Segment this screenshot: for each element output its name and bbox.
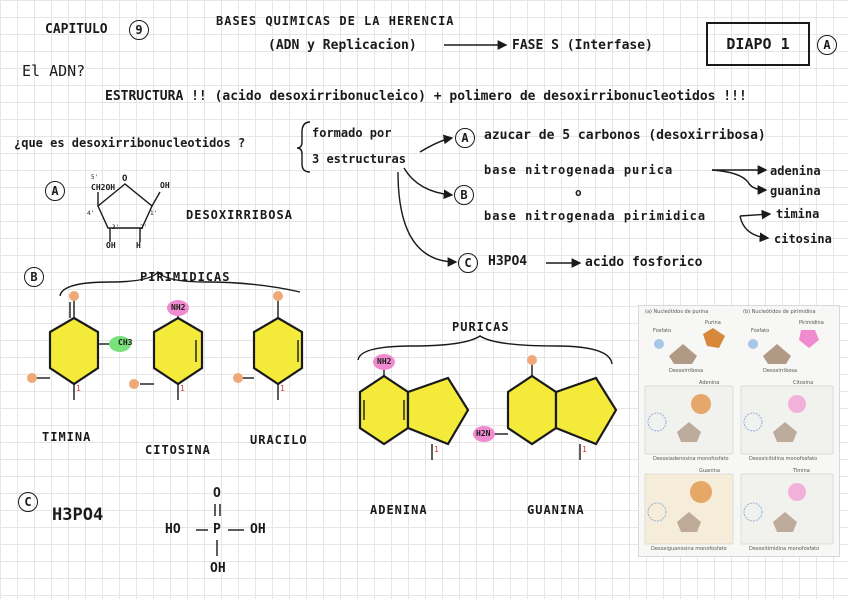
chapter-number: 9: [129, 20, 149, 40]
phosphate-name: acido fosforico: [585, 255, 703, 270]
ref-m2: Desoxicitidina monofosfato: [749, 456, 818, 462]
ref-figure-drawing: [644, 328, 834, 545]
cytosine-name: CITOSINA: [145, 443, 211, 457]
phos-o-top: O: [213, 486, 221, 501]
ref-timina: Timina: [793, 468, 810, 474]
phase-label: FASE S (Interfase): [512, 38, 653, 53]
svg-text:1: 1: [582, 445, 587, 454]
svg-text:1: 1: [280, 384, 285, 393]
phos-ho: HO: [165, 522, 181, 537]
slide-box: DIAPO 1: [706, 22, 810, 66]
adenine-ring5: [406, 376, 470, 446]
sugar-c2: 2': [140, 224, 148, 231]
phosphate-formula: H3PO4: [488, 254, 528, 269]
adn-question: El ADN?: [22, 62, 86, 80]
arrow-guanina: [711, 169, 768, 195]
sugar-ch2oh: CH2OH: [91, 183, 116, 192]
deoxyribose-molecule: [97, 183, 161, 242]
reference-figure: (a) Nucleótidos de purina (b) Nucleótido…: [638, 305, 840, 557]
thymine-name: TIMINA: [42, 430, 92, 444]
sugar-c5: 5': [91, 174, 99, 181]
phos-oh-bottom: OH: [210, 561, 226, 576]
guanine-name: GUANINA: [527, 503, 585, 517]
purine-1: adenina: [770, 164, 821, 178]
purines-brace: [357, 335, 613, 365]
ref-desox-b: Desoxirribosa: [763, 368, 798, 374]
pyrimidines-brace: [59, 270, 301, 297]
ref-guanina: Guanina: [699, 468, 720, 474]
ref-fosfato-b: Fosfato: [751, 328, 770, 334]
chapter-label: CAPITULO: [45, 22, 108, 37]
svg-text:1: 1: [434, 445, 439, 454]
guanine-h2n: H2N: [476, 429, 491, 438]
mark-a-def: A: [455, 128, 475, 148]
ref-col-b: (b) Nucleótidos de pirimidina: [743, 309, 816, 315]
mark-c-def: C: [458, 253, 478, 273]
svg-text:1: 1: [180, 384, 185, 393]
or-label: o: [575, 186, 582, 199]
sugar-label: DESOXIRRIBOSA: [186, 208, 293, 222]
purine-base: base nitrogenada purica: [484, 163, 674, 177]
cytosine-nh2: NH2: [171, 303, 186, 312]
phosphate-formula-big: H3PO4: [52, 505, 104, 525]
svg-text:1: 1: [76, 384, 81, 393]
ref-purina: Purina: [705, 320, 721, 326]
structure-line: ESTRUCTURA !! (acido desoxirribonucleico…: [105, 89, 747, 104]
arrow-to-a: [419, 134, 454, 153]
purine-2: guanina: [770, 184, 821, 198]
pyrimidines-title: PIRIMIDICAS: [140, 270, 231, 284]
guanine-ring5: [554, 376, 618, 446]
slide-mark: A: [817, 35, 837, 55]
ref-desox-a: Desoxirribosa: [669, 368, 704, 374]
adenine-ring6: [358, 374, 410, 446]
arrow-to-b: [403, 167, 454, 200]
pyrimidine-2: citosina: [774, 232, 832, 246]
deso-question: ¿que es desoxirribonucleotidos ?: [14, 136, 246, 150]
thymine-ring: [48, 316, 100, 386]
sugar-oh-bottom: OH: [106, 241, 116, 250]
pyrimidine-1: timina: [776, 207, 820, 221]
ref-fosfato-a: Fosfato: [653, 328, 672, 334]
sugar-desc: azucar de 5 carbonos (desoxirribosa): [484, 128, 766, 143]
uracil-ring: [252, 316, 304, 386]
adenine-nh2: NH2: [377, 357, 392, 366]
ref-m1: Desoxiadenosina monofosfato: [653, 456, 729, 462]
ref-citosina: Citosina: [793, 380, 814, 386]
title-line1: BASES QUIMICAS DE LA HERENCIA: [216, 14, 455, 28]
mark-b-def: B: [454, 185, 474, 205]
ref-pirimidina: Pirimidina: [799, 320, 824, 326]
adenine-name: ADENINA: [370, 503, 428, 517]
formed-by-2: 3 estructuras: [312, 152, 406, 166]
uracil-name: URACILO: [250, 433, 308, 447]
mark-a-sugar: A: [45, 181, 65, 201]
title-line2: (ADN y Replicacion): [268, 38, 417, 53]
ref-adenina: Adenina: [699, 380, 720, 386]
slide-label: DIAPO 1: [726, 35, 790, 53]
phos-p: P: [213, 522, 221, 537]
guanine-ring6: [506, 374, 558, 446]
pyrimidine-base: base nitrogenada pirimidica: [484, 209, 707, 223]
sugar-h-bottom: H: [136, 241, 141, 250]
arrow-citosina: [739, 215, 770, 243]
sugar-oh-right: OH: [160, 181, 170, 190]
formed-by-1: formado por: [312, 126, 392, 140]
sugar-c1: 1': [150, 210, 158, 217]
thymine-ch3: CH3: [118, 338, 133, 347]
definition-brace: [296, 121, 311, 173]
phos-oh-right: OH: [250, 522, 266, 537]
arrow-timina: [739, 209, 772, 220]
sugar-c4: 4': [87, 210, 95, 217]
ref-m4: Desoxitimidina monofosfato: [749, 546, 820, 552]
cytosine-ring: [152, 316, 204, 386]
arrow-to-c: [397, 171, 458, 267]
mark-c-phos: C: [18, 492, 38, 512]
ref-m3: Desoxiguanosina monofosfato: [651, 546, 727, 552]
purines-title: PURICAS: [452, 320, 510, 334]
mark-b-pyr: B: [24, 267, 44, 287]
ref-col-a: (a) Nucleótidos de purina: [645, 309, 709, 315]
sugar-ring-o: O: [122, 174, 128, 184]
